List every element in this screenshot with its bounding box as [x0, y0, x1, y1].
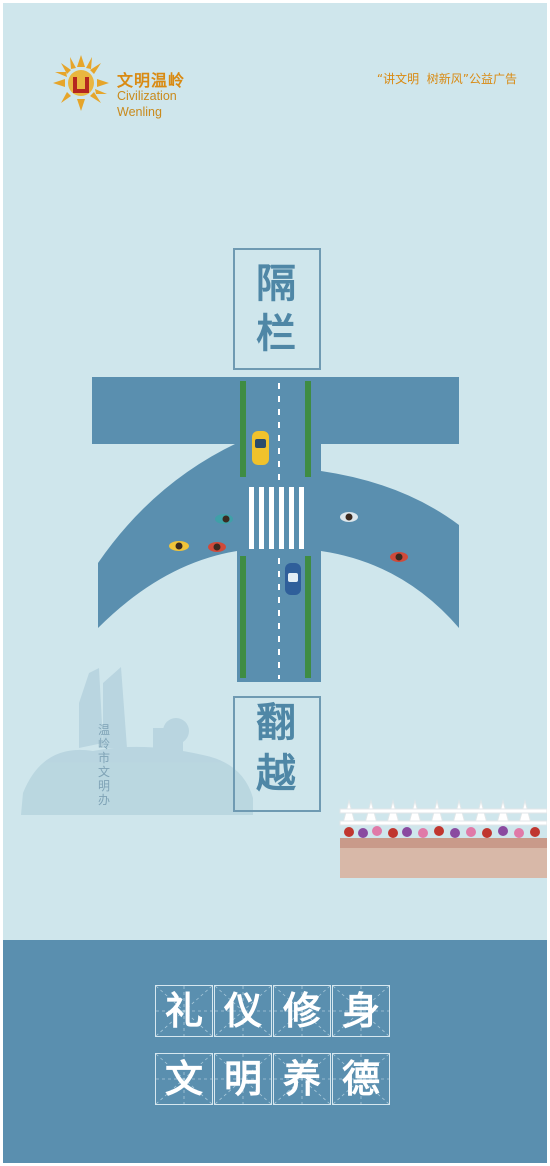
motto-char: 礼: [164, 988, 203, 1033]
big-bu-road: [92, 377, 459, 682]
illustration-scene: 隔 栏 翻 越 温 岭 市 文 明 办: [3, 3, 547, 943]
title-char-yue: 越: [256, 751, 298, 797]
title-char-lan: 栏: [256, 311, 298, 357]
title-char-fan: 翻: [256, 700, 298, 746]
motto-char: 德: [341, 1056, 380, 1101]
lane-markings: [240, 381, 311, 679]
motto-cell: 身: [332, 985, 390, 1037]
pedestrian-icons: [169, 512, 408, 562]
logo-chinese-name: 文明温岭: [117, 71, 186, 90]
fence-flowerbed: [339, 799, 547, 878]
credit-char: 明: [97, 779, 110, 793]
motto-cell: 德: [332, 1053, 390, 1105]
civilization-wenling-logo: 文明温岭 Civilization Wenling: [51, 53, 211, 123]
motto-cell: 养: [273, 1053, 331, 1105]
credit-char: 文: [97, 765, 110, 779]
motto-cell: 礼: [155, 985, 213, 1037]
motto-cell: 仪: [214, 985, 272, 1037]
motto-char: 仪: [223, 988, 262, 1033]
motto-char: 修: [282, 988, 321, 1033]
title-char-ge: 隔: [256, 261, 298, 307]
credit-char: 市: [97, 751, 110, 765]
motto-cell: 修: [273, 985, 331, 1037]
title-bottom-frame: [233, 696, 321, 812]
poster: 文明温岭 Civilization Wenling “讲文明 树新风”公益广告: [3, 3, 547, 1163]
motto-cell: 文: [155, 1053, 213, 1105]
city-skyline: [21, 667, 253, 815]
campaign-slogan: “讲文明 树新风”公益广告: [376, 72, 517, 86]
credit-char: 岭: [97, 737, 110, 751]
blue-car-icon: [285, 563, 301, 595]
motto-char: 养: [282, 1056, 321, 1101]
motto-cell: 明: [214, 1053, 272, 1105]
yellow-car-icon: [252, 431, 269, 465]
credit-char: 温: [97, 723, 110, 737]
logo-english-line1: Civilization: [117, 89, 177, 103]
issuer-credit: 温 岭 市 文 明 办: [97, 723, 111, 807]
title-top-frame: [233, 248, 321, 370]
credit-char: 办: [97, 793, 110, 807]
motto-char: 身: [341, 988, 380, 1033]
motto-char: 文: [164, 1056, 203, 1101]
motto-char: 明: [223, 1056, 262, 1101]
motto-band: 礼 仪 修 身 文 明 养 德: [3, 940, 547, 1163]
sun-emblem-icon: [53, 55, 109, 111]
logo-english-line2: Wenling: [117, 105, 162, 119]
